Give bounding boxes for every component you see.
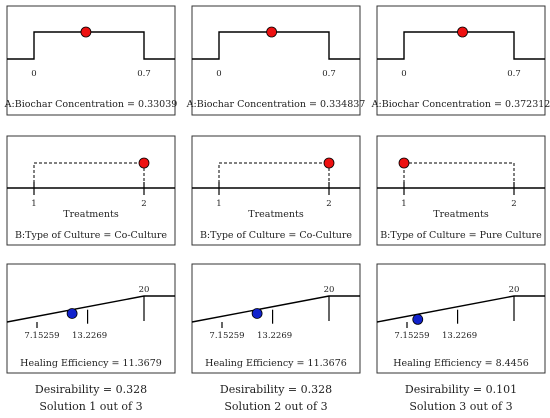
panel-caption: Healing Efficiency = 11.3676 (205, 358, 347, 369)
factor-marker (138, 157, 150, 169)
factor-marker (80, 26, 92, 38)
tick-label-low: 0 (216, 69, 221, 79)
level-bracket (403, 162, 515, 188)
tick-label-low: 7.15259 (24, 331, 59, 341)
tick-label-high: 20 (139, 285, 150, 295)
biochar-panel: 0 0.7A:Biochar Concentration = 0.33039 (4, 5, 178, 116)
factor-marker (398, 157, 410, 169)
level-bracket (33, 162, 145, 188)
solution-label: Solution 1 out of 3 (39, 400, 142, 413)
panel-border (6, 5, 176, 116)
desirability-label: Desirability = 0.328 (220, 383, 332, 396)
panel-border (376, 263, 546, 374)
panel-caption: B:Type of Culture = Co-Culture (200, 230, 352, 241)
panel-border (191, 135, 361, 246)
tick-label-high: 2 (326, 199, 331, 209)
tick-label-low: 7.15259 (209, 331, 244, 341)
tick-label-high: 0.7 (137, 69, 151, 79)
desirability-label: Desirability = 0.328 (35, 383, 147, 396)
panel-border (376, 135, 546, 246)
panel-caption: B:Type of Culture = Pure Culture (380, 230, 542, 241)
solution-label: Solution 2 out of 3 (224, 400, 327, 413)
tick-label-high: 0.7 (322, 69, 336, 79)
tick-label-low: 1 (401, 199, 406, 209)
panel-border (6, 263, 176, 374)
factor-marker (266, 26, 278, 38)
panel-border (6, 135, 176, 246)
level-bracket (218, 162, 330, 188)
factor-marker (323, 157, 335, 169)
solution-column-2: 0 0.7A:Biochar Concentration = 0.334837 1 2… (186, 5, 366, 413)
tick-label-mid: 13.2269 (257, 331, 292, 341)
biochar-panel: 0 0.7A:Biochar Concentration = 0.334837 (186, 5, 366, 116)
solution-column-3: 0 0.7A:Biochar Concentration = 0.372312 1 2… (371, 5, 550, 413)
panel-caption: A:Biochar Concentration = 0.33039 (4, 99, 178, 110)
tick-label-low: 7.15259 (394, 331, 429, 341)
panel-border (191, 263, 361, 374)
response-marker (66, 308, 78, 319)
tick-label-low: 0 (401, 69, 406, 79)
axis-label: Treatments (433, 209, 489, 220)
solution-column-1: 0 0.7A:Biochar Concentration = 0.33039 1 2T… (4, 5, 178, 413)
axis-label: Treatments (248, 209, 304, 220)
panel-caption: Healing Efficiency = 11.3679 (20, 358, 162, 369)
tick-label-low: 1 (216, 199, 221, 209)
panel-border (191, 5, 361, 116)
panel-caption: Healing Efficiency = 8.4456 (393, 358, 529, 369)
desirability-label: Desirability = 0.101 (405, 383, 517, 396)
tick-label-mid: 13.2269 (72, 331, 107, 341)
tick-label-high: 20 (509, 285, 520, 295)
tick-label-high: 2 (511, 199, 516, 209)
panel-caption: B:Type of Culture = Co-Culture (15, 230, 167, 241)
tick-label-high: 2 (141, 199, 146, 209)
tick-label-high: 0.7 (507, 69, 521, 79)
tick-label-low: 1 (31, 199, 36, 209)
response-marker (251, 308, 263, 319)
biochar-panel: 0 0.7A:Biochar Concentration = 0.372312 (371, 5, 550, 116)
factor-marker (457, 26, 468, 38)
panel-caption: A:Biochar Concentration = 0.372312 (371, 99, 550, 110)
tick-label-high: 20 (324, 285, 335, 295)
panel-caption: A:Biochar Concentration = 0.334837 (186, 99, 366, 110)
solution-label: Solution 3 out of 3 (409, 400, 512, 413)
tick-label-mid: 13.2269 (442, 331, 477, 341)
tick-label-low: 0 (31, 69, 36, 79)
response-marker (412, 313, 424, 325)
axis-label: Treatments (63, 209, 119, 220)
panel-border (376, 5, 546, 116)
